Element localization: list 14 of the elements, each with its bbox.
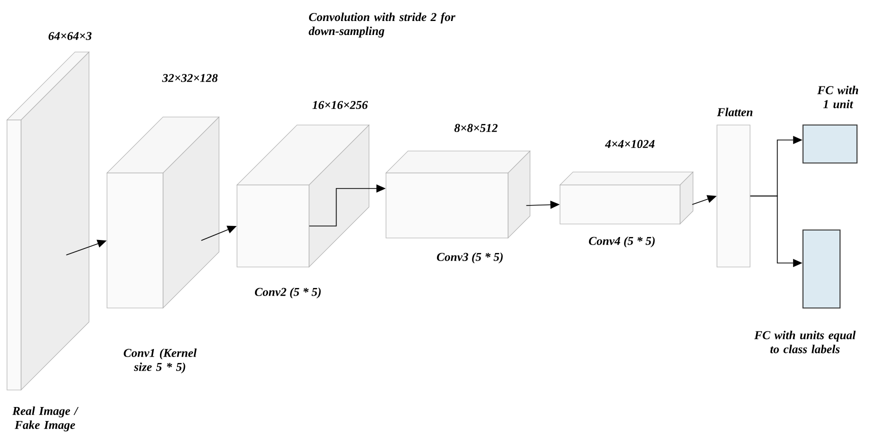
input-caption: Real Image / Fake Image [12, 406, 79, 432]
layer-caption: FC with 1 unit [817, 86, 858, 108]
dimension-label: 8×8×512 [454, 124, 498, 132]
dimension-label: 4×4×1024 [604, 140, 654, 148]
dimension-label: 16×16×256 [312, 100, 368, 110]
dimension-label: 32×32×128 [162, 74, 218, 82]
layer-caption: Conv4 (5 * 5) [588, 236, 655, 248]
layer-caption: Flatten [716, 108, 752, 116]
note: Convolution with stride 2 for down-sampling [308, 12, 456, 38]
layer-caption: Conv1 (Kernel size 5 * 5) [124, 348, 197, 374]
layer-caption: Conv2 (5 * 5) [254, 288, 321, 298]
layer-caption: Conv3 (5 * 5) [436, 252, 503, 264]
layer-caption: FC with units equal to class labels [754, 330, 856, 354]
dimension-label: 64×64×3 [48, 32, 92, 40]
